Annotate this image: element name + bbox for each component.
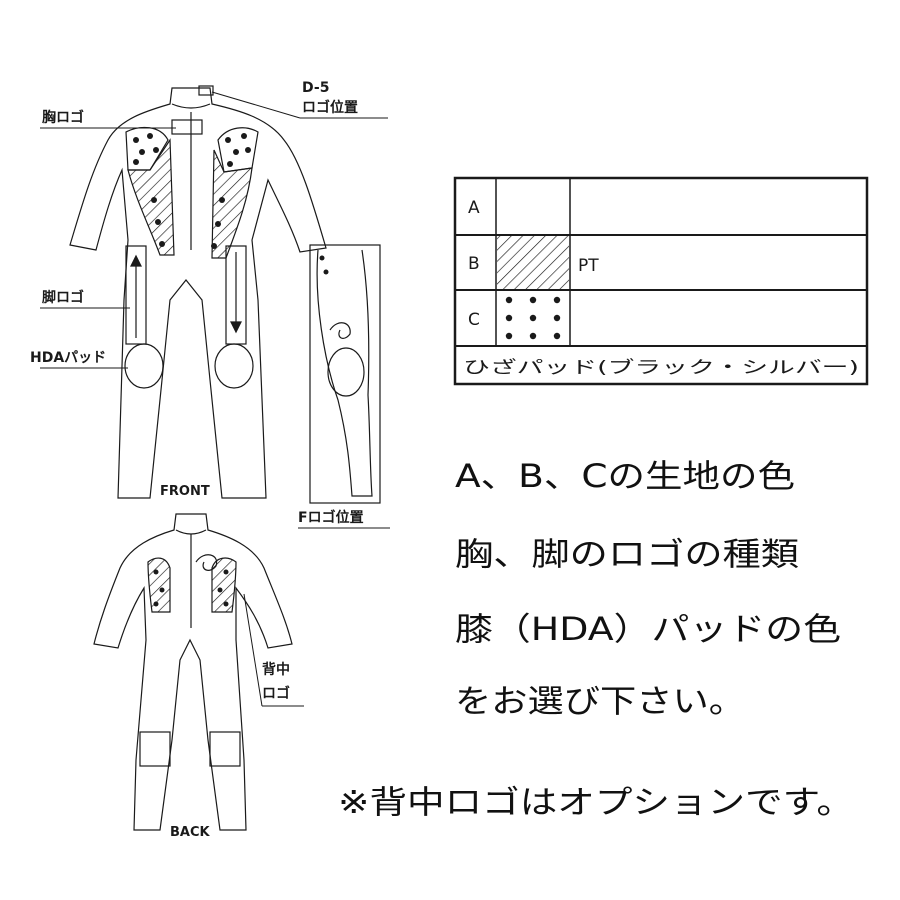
legend-footer: ひざパッド(ブラック・シルバー): [463, 357, 859, 378]
label-d5-position: ロゴ位置: [302, 99, 358, 116]
instruction-line-2: 胸、脚のロゴの種類: [455, 535, 799, 573]
front-neck-band: [171, 103, 211, 109]
label-front: FRONT: [160, 484, 210, 499]
label-hda-pad: HDAパッド: [30, 350, 106, 366]
legend-text-b: PT: [578, 256, 599, 276]
legend-key-a: A: [468, 198, 480, 218]
front-panel-hatch-right: [211, 149, 253, 259]
back-dots: [153, 569, 229, 607]
chest-logo-box: [171, 119, 203, 135]
front-knee-pad-right: [214, 343, 254, 389]
front-suit-outline: [69, 87, 327, 499]
front-dots: [133, 133, 251, 249]
label-back-logo-line1: 背中: [262, 661, 290, 678]
label-f-logo-position: Fロゴ位置: [298, 509, 364, 526]
back-knee-right: [209, 731, 241, 767]
instruction-line-1: A、B、Cの生地の色: [455, 457, 795, 495]
back-suit: [93, 513, 293, 831]
instruction-line-3: 膝（HDA）パッドの色: [455, 610, 841, 648]
callout-lines: [40, 91, 390, 707]
legend-swatch-hatch: [497, 236, 569, 289]
option-note: ※背中ロゴはオプションです。: [338, 783, 854, 821]
front-panel-dots-right: [217, 127, 259, 173]
f-logo-inset-knee-pad: [327, 347, 365, 397]
front-suit: [69, 85, 327, 499]
back-panel-right: [211, 557, 237, 613]
legend-swatch-dots: [505, 296, 561, 340]
leg-logo-arrowhead-left: [130, 254, 142, 267]
leg-logo-box-right: [225, 245, 247, 345]
front-knee-pad-left: [124, 343, 164, 389]
back-logo-mark: [195, 554, 218, 571]
front-panel-hatch-left: [127, 138, 175, 256]
f-logo-inset-logo: [329, 322, 351, 339]
leg-logo-arrowhead-right: [230, 321, 242, 334]
label-back: BACK: [170, 825, 211, 840]
legend-table: A B PT C ひざパッド(ブラック・シルバー): [453, 176, 869, 386]
back-panel-left: [147, 557, 171, 613]
back-suit-outline: [93, 513, 293, 831]
back-neck-band: [175, 529, 207, 535]
label-chest-logo: 胸ロゴ: [42, 109, 84, 126]
legend-key-b: B: [468, 254, 480, 274]
d5-logo-box: [198, 85, 214, 96]
instruction-line-4: をお選び下さい。: [455, 682, 745, 720]
legend-key-c: C: [468, 310, 480, 330]
leg-logo-box-left: [125, 245, 147, 345]
back-knee-left: [139, 731, 171, 767]
label-d5-code: D-5: [302, 80, 329, 96]
f-logo-inset: [309, 244, 381, 504]
f-logo-inset-leg: [316, 249, 373, 497]
f-logo-inset-frame: [309, 244, 381, 504]
label-leg-logo: 脚ロゴ: [42, 289, 84, 306]
label-back-logo-line2: ロゴ: [262, 685, 290, 702]
